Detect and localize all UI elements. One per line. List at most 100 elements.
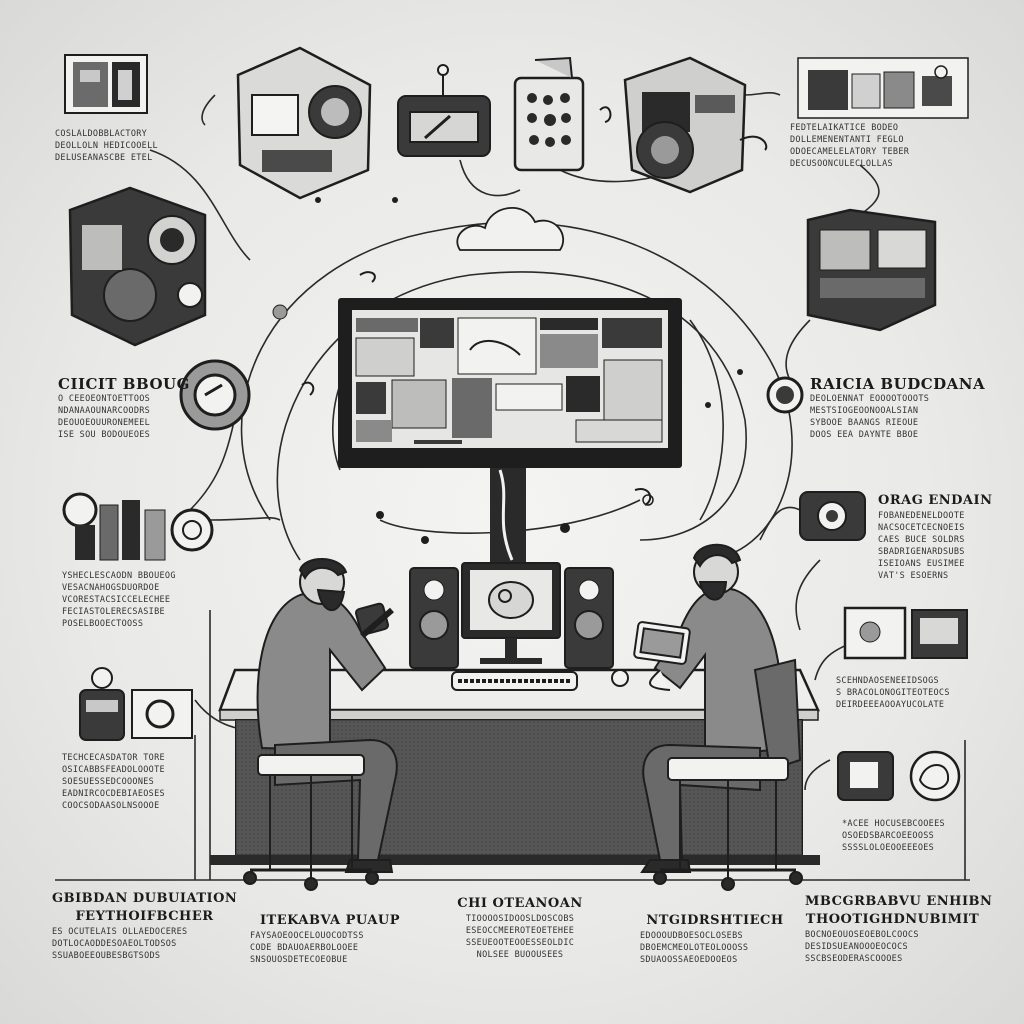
connection-lines (55, 92, 970, 881)
text-block-top-right: FEDTELAIKATICE BODEO DOLLEMENENTANTI FEG… (790, 122, 975, 170)
text-line: SDUAOOSSAEOEDOOEOS (640, 955, 738, 965)
record-icon (766, 376, 804, 414)
text-line: SSEUEOOTEOOESSEOLDIC (465, 938, 575, 948)
panel-icon (64, 54, 148, 114)
text-line: DEOLOENNAT EOOOOTOOOTS (810, 394, 930, 404)
text-line: COSLALDOBBLACTORY (55, 129, 148, 139)
text-line: OSICABBSFEADOLOOOTE (62, 765, 165, 775)
text-line: S BRACOLONOGITEOTEOCS (836, 688, 950, 698)
text-line: SOESUESSEDCOOONES (62, 777, 155, 787)
text-line: EADNIRCOCDEBIAEOSES (62, 789, 165, 799)
text-block-left-3: YSHECLESCAODN BBOUEOG VESACNAHOGSDUORDOE… (62, 570, 207, 630)
keyboard-icon (451, 671, 578, 691)
text-line: POSELBOOECTOOSS (62, 619, 144, 629)
text-line: NOLSEE BUOOUSEES (476, 950, 564, 960)
mouse-icon (611, 669, 629, 687)
text-line: ISEIOANS EUSIMEE (878, 559, 965, 569)
tablet-icon (513, 56, 585, 172)
device-pair-icon (837, 750, 961, 802)
text-line: YSHECLESCAODN BBOUEOG (62, 571, 176, 581)
text-line: FEDTELAIKATICE BODEO (790, 123, 899, 133)
text-block-right-3: ORAG ENDAIN FOBANEDENELDOOTE NACSOCETCEC… (878, 492, 993, 582)
frames-icon (843, 606, 968, 660)
text-line: SSCBSEODERASCOOOES (805, 954, 903, 964)
text-line: ISE SOU BODOUEOES (58, 430, 151, 440)
text-line: *ACEE HOCUSEBCOOEES (842, 819, 945, 829)
text-line: VCORESTACSICCELECHEE (62, 595, 171, 605)
text-line: DOOS EEA DAYNTE BBOE (810, 430, 919, 440)
connection-nodes (272, 197, 743, 544)
text-line: ES OCUTELAIS OLLAEDOCERES (52, 927, 188, 937)
text-block-bottom-1: GBIBDAN DUBUIATION FEYTHOIFBCHER ES OCUT… (52, 890, 237, 962)
text-line: BOCNOEOUOSEOEBOLCOOCS (805, 930, 919, 940)
monitor-icon (338, 298, 682, 563)
text-line: TECHCECASDATOR TORE (62, 753, 165, 763)
text-line: DECUSOONCULECLOLLAS (790, 159, 893, 169)
text-line: SYBOOE BAANGS RIEOUE (810, 418, 919, 428)
text-line: NDANAAOUNARCOODRS (58, 406, 151, 416)
text-block-bottom-5: MBCGRBABVU ENHIBN THOOTIGHDNUBIMIT BOCNO… (805, 893, 993, 965)
block-heading: ORAG ENDAIN (878, 493, 993, 508)
text-line: SSSSLOLOEOOEEEOES (842, 843, 935, 853)
tv-icon (806, 208, 937, 332)
dial-icon (179, 359, 251, 431)
text-block-top-left: COSLALDOBBLACTORY DEOLLOLN HEDICOOELL DE… (55, 128, 195, 164)
text-line: DESIDSUEANOOOEOCOCS (805, 942, 908, 952)
text-line: CODE BDAUOAERBOLOOEE (250, 943, 359, 953)
chair-left (243, 754, 379, 891)
icon-strip (797, 57, 969, 119)
block-heading: CIICIT BBOUG (58, 375, 190, 393)
text-block-bottom-3: CHI OTEANOAN TIOOOOSIDOOSLDOSCOBS ESEOCC… (430, 895, 610, 961)
text-line: EDOOOUDBOESOCLOSEBS (640, 931, 743, 941)
block-heading: MBCGRBABVU ENHIBN (805, 894, 993, 909)
text-line: DOLLEMENENTANTI FEGLO (790, 135, 904, 145)
text-line: SNSOUOSDETECOEOBUE (250, 955, 348, 965)
text-block-right-5: *ACEE HOCUSEBCOOEES OSOEDSBARCOEEOOSS SS… (842, 818, 977, 854)
text-line: DEIRDEEEAOOAYUCOLATE (836, 700, 945, 710)
text-line: OSOEDSBARCOEEOOSS (842, 831, 935, 841)
cloud-icon (456, 207, 565, 251)
text-line: VESACNAHOGSDUORDOE (62, 583, 160, 593)
text-line: VAT'S ESOERNS (878, 571, 949, 581)
chair-right (653, 658, 803, 891)
text-line: SCEHNDAOSENEEIDSOGS (836, 676, 939, 686)
text-line: MESTSIOGEOONOOALSIAN (810, 406, 919, 416)
camera-icon (397, 64, 491, 157)
decorative-bits (301, 106, 768, 506)
text-block-mid-right: RAICIA BUDCDANA DEOLOENNAT EOOOOTOOOTS M… (810, 375, 985, 441)
speaker-icon (409, 567, 614, 669)
block-heading: ITEKABVA PUAUP (259, 913, 401, 928)
text-line: ODOECAMELELATORY TEBER (790, 147, 910, 157)
text-block-left-4: TECHCECASDATOR TORE OSICABBSFEADOLOOOTE … (62, 752, 207, 812)
text-line: NACSOCETCECNOEIS (878, 523, 965, 533)
text-line: SBADRIGENARDSUBS (878, 547, 965, 557)
text-block-mid-left: CIICIT BBOUG O CEEOEONTOETTOOS NDANAAOUN… (58, 375, 208, 441)
block-heading: NTGIDRSHTIECH (646, 913, 784, 928)
text-line: DEOLLOLN HEDICOOELL (55, 141, 158, 151)
text-line: DEOUOEOUURONEMEEL (58, 418, 151, 428)
text-block-bottom-2: ITEKABVA PUAUP FAYSAOEOOCELOUOCODTSS COD… (250, 912, 410, 966)
text-line: COOCSODAASOLNSOOOE (62, 801, 160, 811)
text-block-bottom-4: NTGIDRSHTIECH EDOOOUDBOESOCLOSEBS DBOEMC… (640, 912, 790, 966)
desktop-monitor-icon (461, 562, 561, 664)
text-line: FAYSAOEOOCELOUOCODTSS (250, 931, 364, 941)
block-heading: GBIBDAN DUBUIATION (52, 891, 238, 906)
equipment-icon (62, 492, 214, 561)
text-line: FOBANEDENELDOOTE (878, 511, 965, 521)
block-heading: RAICIA BUDCDANA (810, 375, 986, 393)
projector-icon (236, 46, 372, 200)
text-line: ESEOCCMEEROTEOETEHEE (465, 926, 575, 936)
text-line: O CEEOEONTOETTOOS (58, 394, 151, 404)
speaker-robot-icon (68, 186, 207, 347)
text-line: DBOEMCMEOLOTEOLOOOSS (640, 943, 749, 953)
text-line: CAES BUCE SOLDRS (878, 535, 965, 545)
text-block-right-4: SCEHNDAOSENEEIDSOGS S BRACOLONOGITEOTEOC… (836, 675, 986, 711)
block-subheading: THOOTIGHDNUBIMIT (805, 912, 980, 927)
text-line: FECIASTOLERECSASIBE (62, 607, 165, 617)
camcorder-icon (623, 56, 747, 194)
speaker-icon (799, 491, 866, 541)
block-heading: CHI OTEANOAN (457, 896, 583, 911)
text-line: DELUSEANASCBE ETEL (55, 153, 153, 163)
joystick-icon (79, 667, 193, 741)
